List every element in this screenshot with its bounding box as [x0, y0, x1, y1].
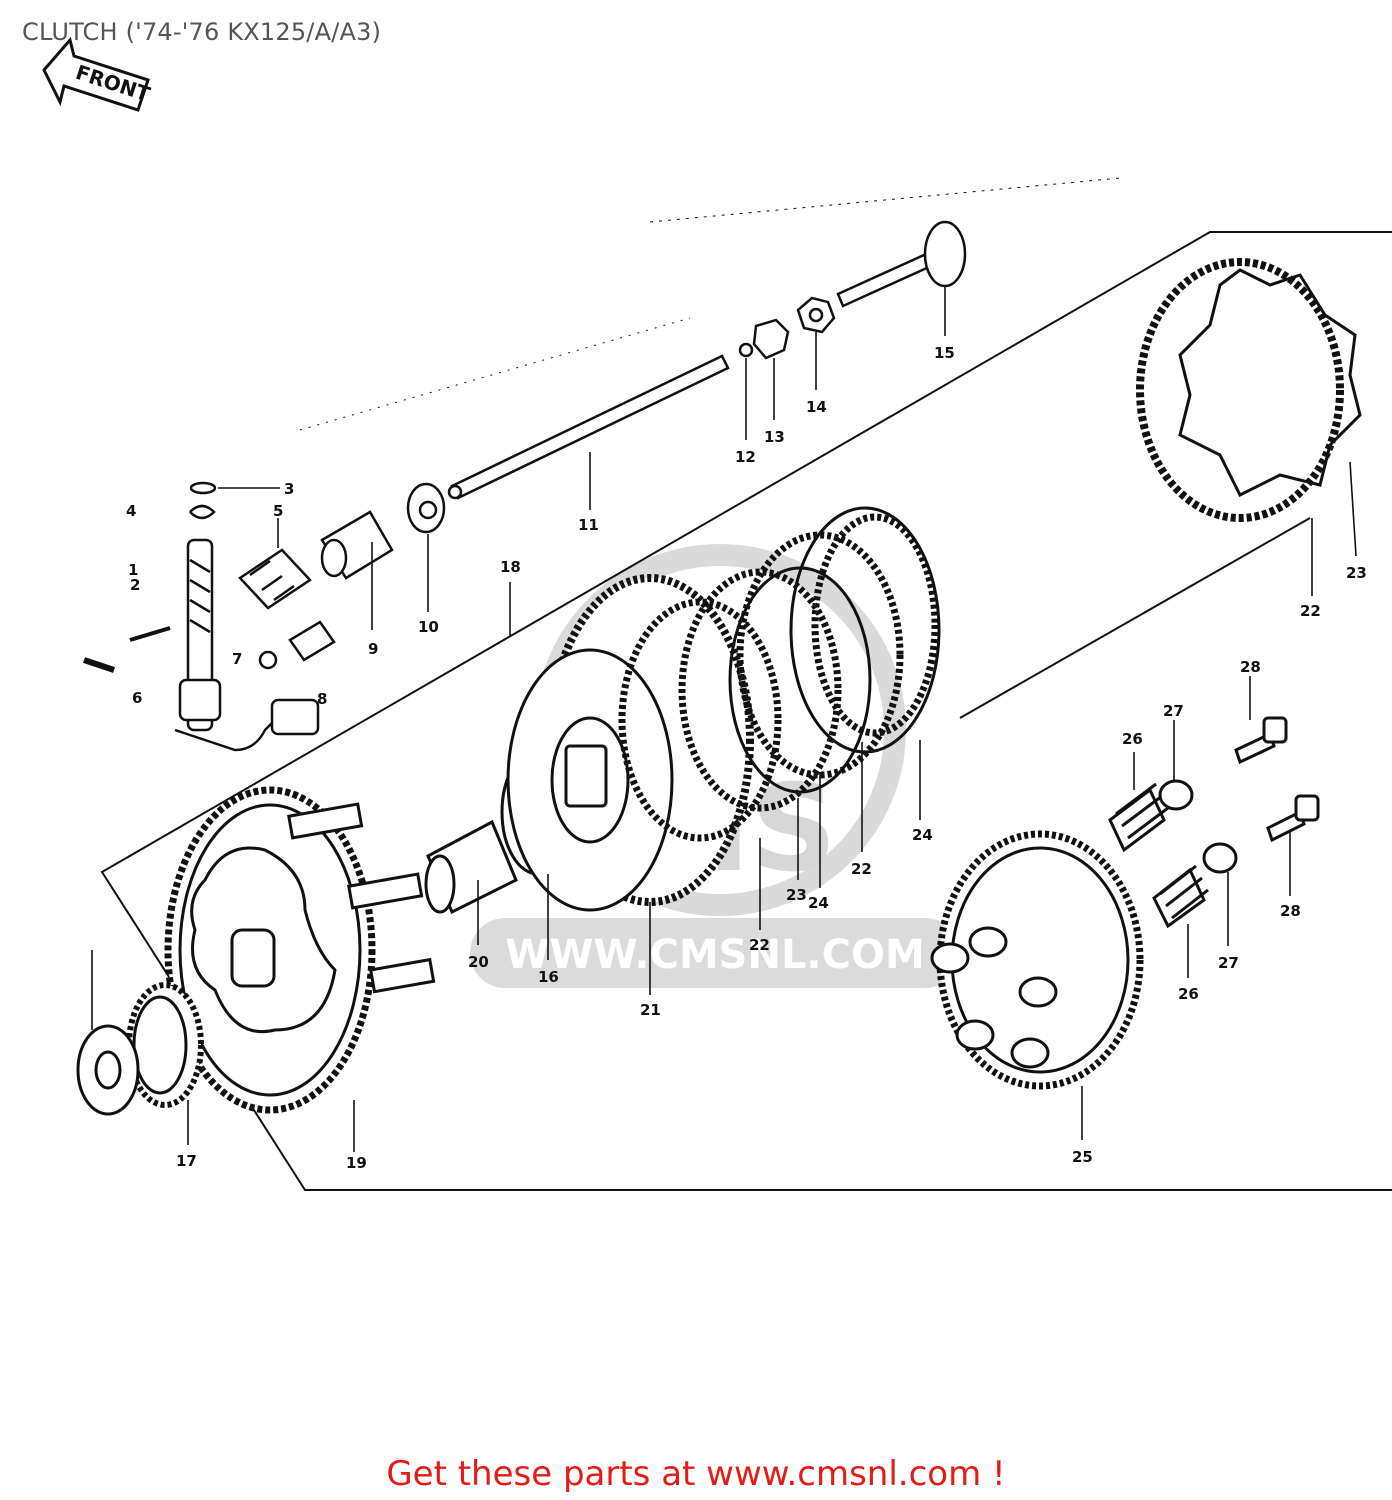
callout-11: 11 [578, 516, 599, 534]
spring-bolt-parts [1108, 716, 1320, 929]
callout-20: 20 [468, 953, 489, 971]
page-title: CLUTCH ('74-'76 KX125/A/A3) [22, 18, 382, 46]
callout-27-b: 27 [1218, 954, 1239, 972]
callout-7: 7 [232, 650, 242, 668]
callout-19: 19 [346, 1154, 367, 1172]
part-callouts: 1 2 3 4 5 6 7 8 9 10 11 12 13 14 15 16 1… [126, 344, 1367, 1172]
ball-part [738, 342, 754, 358]
callout-14: 14 [806, 398, 827, 416]
callout-25: 25 [1072, 1148, 1093, 1166]
callout-3: 3 [284, 480, 294, 498]
exploded-parts-diagram: CMS WWW.CMSNL.COM FRONT [42, 36, 1392, 1191]
callout-27-a: 27 [1163, 702, 1184, 720]
callout-9: 9 [368, 640, 378, 658]
pushrod-head-part [836, 220, 967, 308]
watermark-url: WWW.CMSNL.COM [505, 932, 925, 978]
callout-24-a: 24 [808, 894, 829, 912]
assembly-outline [100, 177, 1392, 1191]
callout-17: 17 [176, 1152, 197, 1170]
callout-28-a: 28 [1240, 658, 1261, 676]
callout-21: 21 [640, 1001, 661, 1019]
leader-lines [91, 286, 1357, 1152]
primary-gear-part [76, 982, 204, 1116]
callout-23-a: 23 [786, 886, 807, 904]
callout-5: 5 [273, 502, 283, 520]
callout-1: 1 [128, 561, 138, 579]
callout-22-a: 22 [749, 936, 770, 954]
callout-22-c: 22 [1300, 602, 1321, 620]
callout-2: 2 [130, 576, 140, 594]
lock-washer-part [752, 318, 790, 360]
callout-16: 16 [538, 968, 559, 986]
callout-26-a: 26 [1122, 730, 1143, 748]
front-arrow-icon: FRONT [42, 36, 153, 112]
release-mechanism-parts [83, 481, 446, 752]
callout-23-b: 23 [1346, 564, 1367, 582]
callout-15: 15 [934, 344, 955, 362]
push-rod-part [447, 354, 730, 500]
callout-24-b: 24 [912, 826, 933, 844]
callout-6: 6 [132, 689, 142, 707]
callout-10: 10 [418, 618, 439, 636]
callout-22-b: 22 [851, 860, 872, 878]
callout-28-b: 28 [1280, 902, 1301, 920]
callout-8: 8 [317, 690, 327, 708]
get-parts-link[interactable]: Get these parts at www.cmsnl.com ! [386, 1454, 1006, 1494]
callout-12: 12 [735, 448, 756, 466]
pressure-plate-part [930, 830, 1144, 1090]
callout-26-b: 26 [1178, 985, 1199, 1003]
small-fasteners [738, 296, 836, 360]
clutch-plates-parts [618, 506, 941, 842]
pressure-plate-ring [1136, 258, 1362, 522]
callout-13: 13 [764, 428, 785, 446]
callout-18: 18 [500, 558, 521, 576]
clutch-housing-part [164, 786, 436, 1114]
callout-4: 4 [126, 502, 136, 520]
clutch-hub-part [506, 574, 754, 912]
